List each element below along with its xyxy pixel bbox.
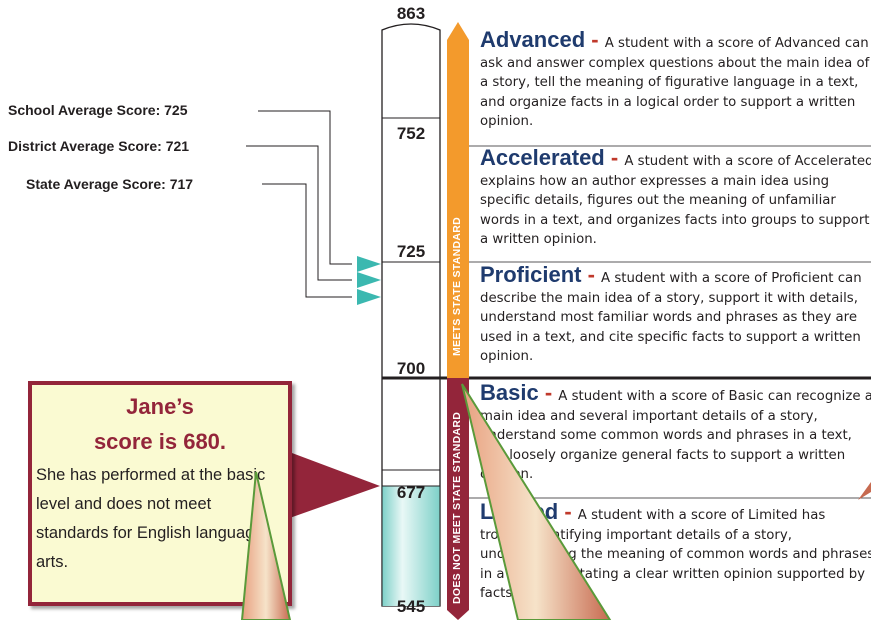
level-text: A student with a score of Proficient can… (480, 271, 862, 364)
score-label-752: 752 (396, 124, 426, 143)
score-label-725: 725 (396, 242, 426, 261)
state-average-line (262, 183, 352, 298)
meets-standard-band (447, 22, 469, 378)
level-dash: - (581, 262, 602, 287)
scale-column (381, 23, 441, 607)
level-limited: Limited - A student with a score of Limi… (480, 499, 871, 604)
level-text: A student with a score of Advanced can a… (480, 36, 870, 129)
level-name: Basic (480, 380, 539, 405)
level-name: Proficient (480, 262, 582, 287)
score-fill (382, 486, 440, 606)
callout-body: She has performed at the basic level and… (36, 466, 266, 571)
level-basic: Basic - A student with a score of Basic … (480, 380, 871, 485)
score-label-700: 700 (396, 359, 426, 378)
state-average-marker (357, 289, 381, 305)
level-accelerated: Accelerated - A student with a score of … (480, 145, 871, 250)
level-text: A student with a score of Accelerated ex… (480, 154, 871, 247)
district-average-line (246, 145, 352, 281)
school-average-label: School Average Score: 725 (8, 102, 188, 118)
level-name: Limited (480, 499, 559, 524)
score-callout: Jane’s score is 680. She has performed a… (28, 381, 292, 606)
callout-title-line2: score is 680. (93, 429, 227, 454)
score-label-545: 545 (396, 597, 426, 616)
district-average-marker (357, 272, 381, 288)
level-name: Accelerated (480, 145, 605, 170)
state-average-label: State Average Score: 717 (26, 176, 194, 192)
level-proficient: Proficient - A student with a score of P… (480, 262, 871, 367)
level-dash: - (558, 499, 578, 524)
level-dash: - (538, 380, 559, 405)
level-dash: - (585, 27, 605, 52)
district-average-label: District Average Score: 721 (8, 138, 190, 154)
school-average-line (258, 110, 352, 265)
callout-title-line1: Jane’s (126, 394, 194, 419)
level-name: Advanced (480, 27, 586, 52)
level-dash: - (604, 145, 625, 170)
score-label-677: 677 (396, 483, 426, 502)
not-meet-standard-label: DOES NOT MEET STATE STANDARD (451, 411, 463, 604)
school-average-marker (357, 256, 381, 272)
score-label-863: 863 (396, 4, 426, 23)
level-advanced: Advanced - A student with a score of Adv… (480, 27, 871, 132)
meets-standard-label: MEETS STATE STANDARD (451, 217, 463, 356)
